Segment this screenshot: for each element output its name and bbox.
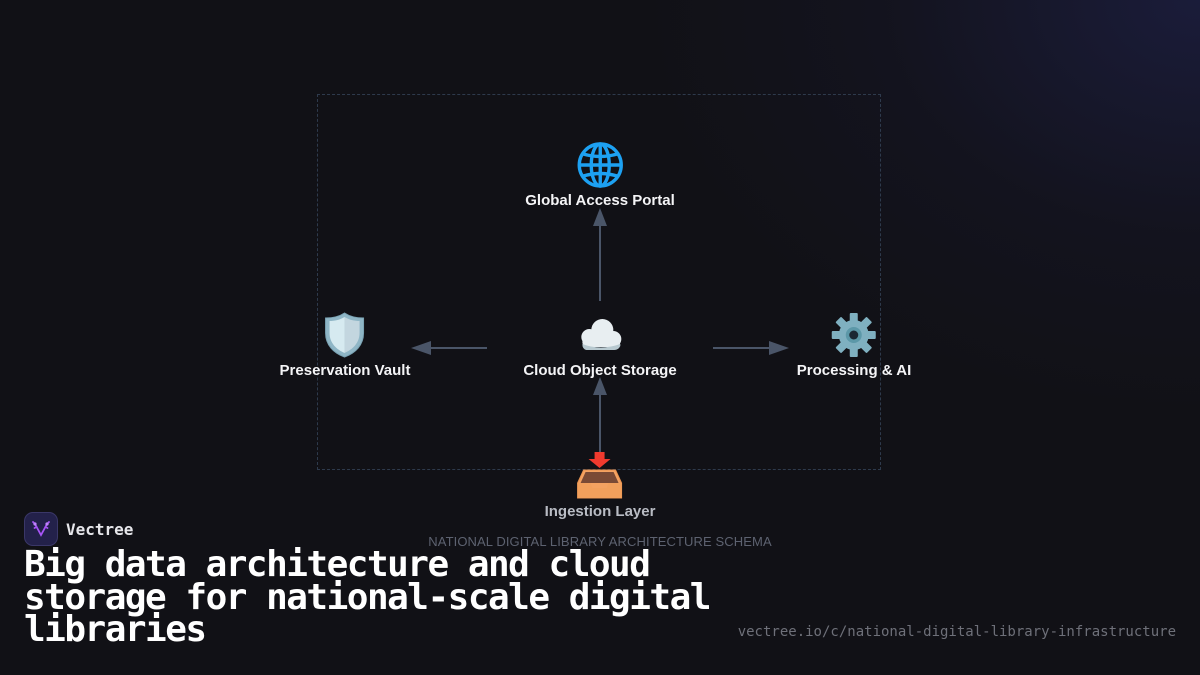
- globe-icon: [574, 140, 626, 190]
- cloud-icon: [574, 310, 626, 360]
- node-processing-ai[interactable]: Processing & AI: [797, 310, 911, 379]
- inbox-tray-icon: [574, 451, 626, 501]
- node-label: Preservation Vault: [279, 362, 411, 379]
- brand-name: Vectree: [66, 519, 134, 539]
- node-ingestion-layer[interactable]: Ingestion Layer: [544, 451, 656, 520]
- node-label: Cloud Object Storage: [523, 362, 677, 379]
- source-url[interactable]: vectree.io/c/national-digital-library-in…: [737, 624, 1176, 640]
- brand: Vectree: [24, 512, 133, 546]
- node-label: Global Access Portal: [525, 192, 675, 209]
- node-preservation-vault[interactable]: Preservation Vault: [279, 310, 411, 379]
- node-label: Processing & AI: [796, 362, 912, 379]
- shield-icon: [319, 310, 371, 360]
- diagram-caption: NATIONAL DIGITAL LIBRARY ARCHITECTURE SC…: [428, 534, 772, 549]
- node-global-access-portal[interactable]: Global Access Portal: [525, 140, 675, 209]
- gear-icon: [828, 310, 880, 360]
- node-label: Ingestion Layer: [544, 503, 656, 520]
- node-cloud-object-storage[interactable]: Cloud Object Storage: [523, 310, 677, 379]
- page-title: Big data architecture and cloud storage …: [24, 544, 711, 650]
- vectree-logo-icon: [24, 512, 58, 546]
